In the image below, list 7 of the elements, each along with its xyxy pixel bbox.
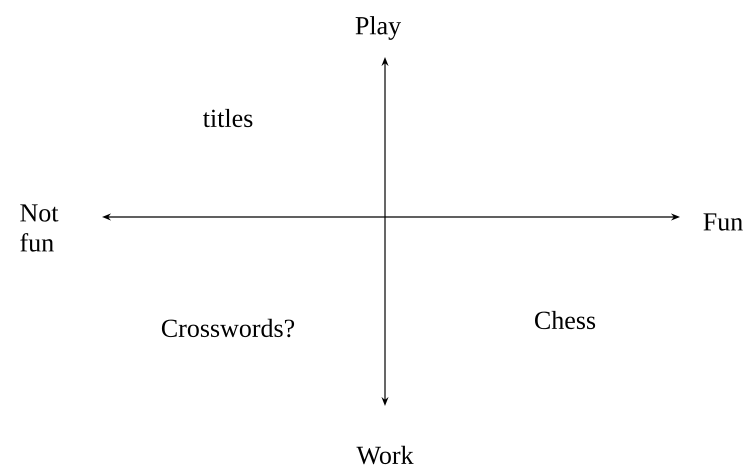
axis-label: Fun [704, 213, 743, 231]
axis-label: Play [356, 16, 402, 40]
axis-label: Work [356, 446, 414, 464]
quadrant-label: Crosswords? [162, 318, 294, 338]
axis-label: Not fun [20, 204, 58, 252]
quadrant-label: titles [202, 108, 252, 128]
quadrant-label: Chess [535, 310, 596, 330]
